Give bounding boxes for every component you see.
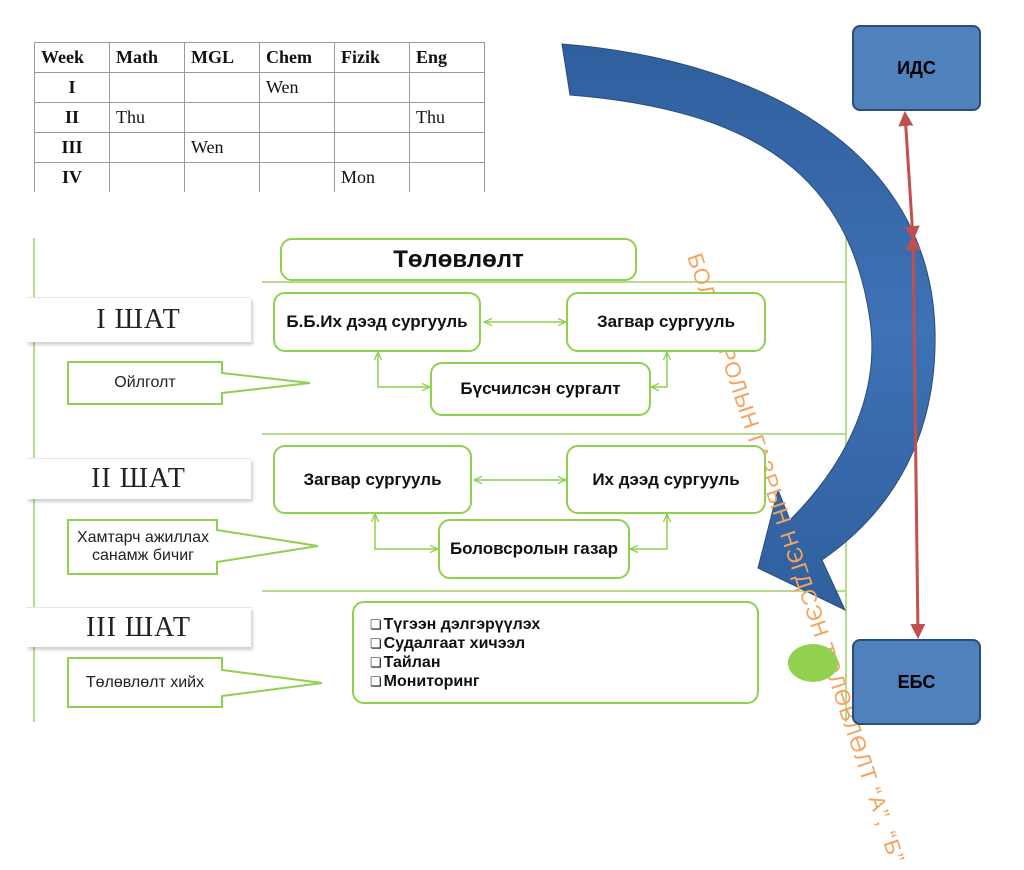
- slide: Week Math MGL Chem Fizik Eng I Wen II Th…: [0, 0, 1024, 768]
- box-ids: ИДС: [852, 25, 981, 111]
- table-cell: [409, 162, 485, 192]
- box-education-department: Боловсролын газар: [438, 519, 630, 579]
- table-cell: III: [34, 132, 110, 163]
- box-model-school: Загвар сургууль: [273, 445, 472, 514]
- list-item: Түгээн дэлгэрүүлэх: [370, 615, 541, 634]
- link-arrow-ebs: [905, 235, 926, 639]
- curved-arrow-shape: [561, 43, 936, 612]
- box-university: Их дээд сургууль: [566, 445, 766, 514]
- note-text-2: Хамтарч ажиллах санамж бичиг: [76, 529, 210, 564]
- table-cell: [109, 162, 185, 192]
- diagram-title: Төлөвлөлт: [280, 238, 637, 281]
- list-item: Тайлан: [370, 653, 540, 672]
- schedule-table: Week Math MGL Chem Fizik Eng I Wen II Th…: [34, 42, 485, 192]
- table-header-row: Week Math MGL Chem Fizik Eng: [34, 42, 485, 73]
- box-model-school: Загвар сургууль: [566, 292, 766, 352]
- stage-label-3: III ШАТ: [26, 607, 251, 647]
- box-ebs: ЕБС: [852, 639, 981, 725]
- connector-arrow: [378, 352, 430, 387]
- table-cell: Thu: [109, 102, 185, 133]
- table-cell: [259, 102, 335, 133]
- table-row: III Wen: [34, 132, 485, 163]
- note-callout-shape: [67, 361, 311, 405]
- table-cell: Mon: [334, 162, 410, 192]
- activity-list-box: Түгээн дэлгэрүүлэх Судалгаат хичээл Тайл…: [352, 601, 759, 704]
- table-header-cell: Eng: [409, 42, 485, 73]
- list-item: Судалгаат хичээл: [370, 634, 540, 653]
- list-item: Мониторинг: [370, 672, 540, 691]
- table-header-cell: Week: [34, 42, 110, 73]
- activity-list: Түгээн дэлгэрүүлэх Судалгаат хичээл Тайл…: [354, 615, 541, 691]
- table-row: IV Mon: [34, 162, 485, 192]
- note-callout-shape: [67, 657, 323, 708]
- table-row: II Thu Thu: [34, 102, 485, 133]
- link-arrow-idc: [898, 111, 920, 241]
- table-cell: Wen: [184, 132, 260, 163]
- note-text-1: Ойлголт: [114, 374, 176, 391]
- stage-label-2: II ШАТ: [26, 458, 251, 499]
- connector-arrow: [651, 352, 667, 387]
- note-text-3: Төлөвлөлт хийх: [85, 674, 205, 691]
- table-cell: Wen: [259, 72, 335, 103]
- table-cell: IV: [34, 162, 110, 192]
- table-cell: [109, 132, 185, 163]
- connector-arrow: [375, 514, 438, 549]
- box-regional-training: Бүсчилсэн сургалт: [430, 362, 651, 416]
- connector-arrow: [630, 514, 667, 549]
- green-dot: [788, 644, 838, 682]
- table-cell: I: [34, 72, 110, 103]
- table-cell: [409, 132, 485, 163]
- table-cell: [334, 102, 410, 133]
- table-cell: [334, 132, 410, 163]
- table-row: I Wen: [34, 72, 485, 103]
- stage-label-1: I ШАТ: [26, 297, 251, 342]
- table-header-cell: Math: [109, 42, 185, 73]
- table-header-cell: Chem: [259, 42, 335, 73]
- table-cell: Thu: [409, 102, 485, 133]
- box-bb-university: Б.Б.Их дээд сургууль: [273, 292, 481, 352]
- note-callout-shape: [67, 519, 319, 575]
